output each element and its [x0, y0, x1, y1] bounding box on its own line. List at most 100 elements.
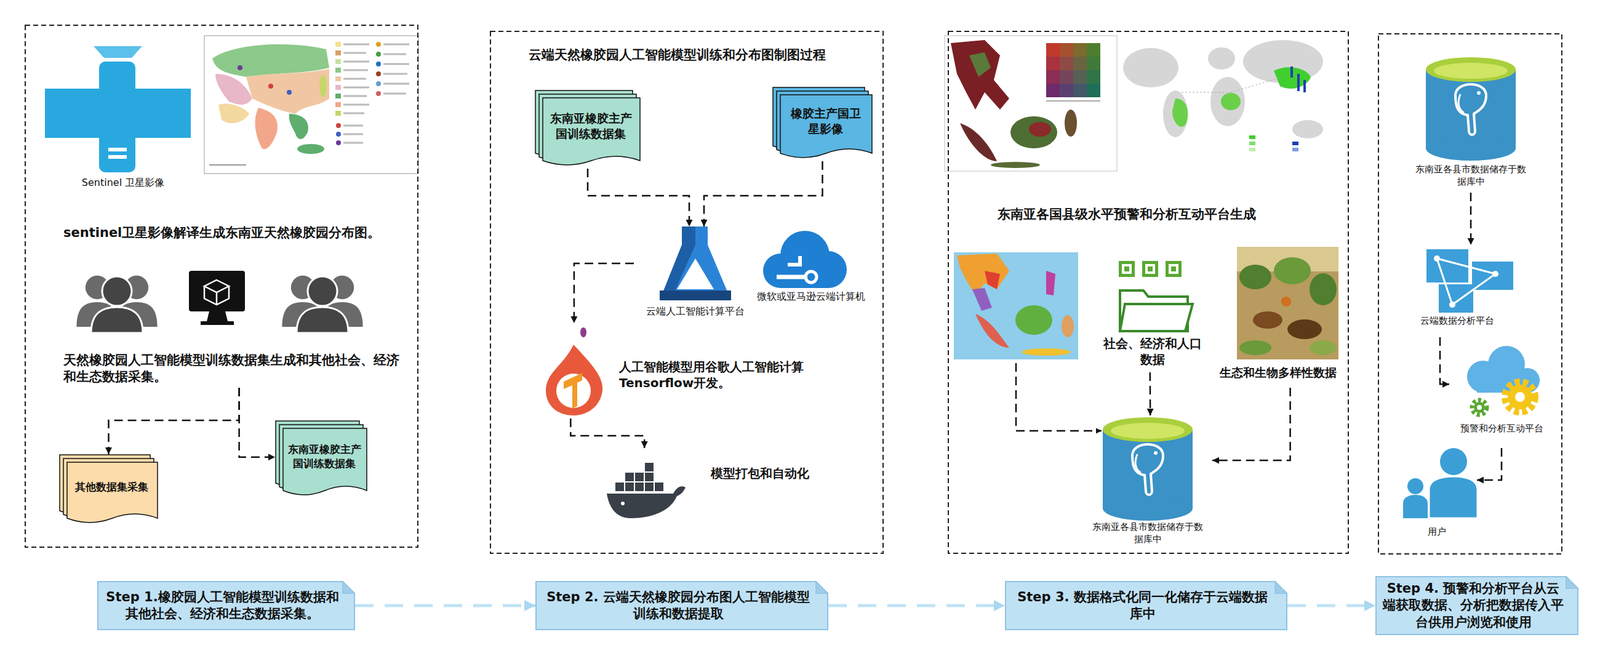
step-box-outline	[536, 581, 828, 630]
step-box-text: Step 3. 数据格式化同一化储存于云端数据库中	[1013, 588, 1272, 623]
rubber-risk-map	[1046, 43, 1060, 57]
ml-platform-icon	[659, 226, 732, 301]
image-caption: Sentinel 卫星影像	[58, 176, 188, 190]
asia-land-use-map	[218, 103, 250, 124]
biodiversity-image	[1236, 246, 1339, 360]
data-source-node: 社会、经济和人口数据	[1095, 252, 1210, 373]
rubber-risk-map	[1010, 116, 1058, 149]
asia-land-use-map	[383, 83, 410, 85]
socioeconomic-data-icon	[1118, 260, 1193, 332]
analysis-platform-icon	[1438, 284, 1474, 313]
database-icon	[1425, 57, 1516, 161]
asia-land-use-map	[215, 73, 253, 105]
step-box: Step 2. 云端天然橡胶园分布图人工智能模型训练和数据提取	[535, 580, 829, 631]
analysis-platform-icon	[1426, 249, 1514, 313]
biodiversity-image	[1239, 340, 1272, 356]
monitor-icon	[200, 321, 234, 325]
monitor-icon	[188, 270, 245, 312]
dashed-connector	[574, 263, 634, 324]
panel-text: 东南亚各国县级水平预警和分析互动平台生成	[997, 206, 1343, 223]
step-box-text: Step 4. 预警和分析平台从云端获取数据、分析把数据传入平台供用户浏览和使用	[1382, 580, 1564, 631]
step-box-fold	[1275, 581, 1287, 594]
user-icon	[1440, 448, 1468, 476]
sea-country-map	[1015, 305, 1053, 335]
tensorflow-icon	[563, 372, 583, 409]
analysis-platform-icon	[1492, 270, 1499, 277]
monitor-icon	[206, 311, 228, 322]
satellite-icon	[44, 88, 100, 138]
database-node: 东南亚各县市数据储存于数据库中	[1403, 54, 1539, 193]
panel-border	[1378, 33, 1562, 554]
asia-land-use-map	[335, 50, 341, 56]
asia-land-use-map	[343, 133, 364, 136]
document-stack-text: 东南亚橡胶主产国训练数据集	[287, 442, 362, 470]
world-map	[1292, 141, 1299, 146]
panel-text: sentinel卫星影像解译生成东南亚天然橡胶园分布图。	[63, 224, 413, 242]
step-box-outline	[1376, 576, 1578, 635]
socioeconomic-data-icon	[1124, 266, 1130, 272]
docker-icon	[606, 462, 686, 519]
asia-land-use-map	[319, 75, 327, 98]
rubber-risk-map	[969, 52, 991, 77]
tensorflow-node-text: 人工智能模型用谷歌人工智能计算Tensorflow开发。	[619, 358, 804, 391]
docker-icon	[615, 482, 624, 492]
panel-border	[490, 31, 884, 554]
dashed-connector	[108, 387, 240, 455]
socioeconomic-data-icon	[1165, 260, 1182, 277]
biodiversity-image	[1252, 311, 1283, 329]
cloud-node-text: 微软或亚马逊云端计算机	[744, 290, 878, 304]
monitor-icon	[204, 280, 229, 293]
rubber-risk-map	[944, 35, 1117, 172]
step-box-fold	[816, 581, 828, 594]
ml-platform-icon	[659, 290, 732, 301]
people-icon	[307, 276, 338, 306]
asia-land-use-map	[343, 95, 367, 98]
dashed-connector	[704, 161, 823, 227]
asia-land-use-map	[335, 67, 341, 73]
docker-icon	[644, 472, 654, 482]
asia-land-use-map	[343, 69, 368, 72]
document-stack-text: 其他数据集采集	[72, 480, 151, 494]
cloud-node: 微软或亚马逊云端计算机	[741, 228, 880, 309]
step-box-text: Step 2. 云端天然橡胶园分布图人工智能模型训练和数据提取	[544, 588, 813, 623]
socioeconomic-data-icon	[1145, 264, 1156, 274]
platform-node: 预警和分析互动平台	[1449, 341, 1554, 448]
biodiversity-image	[1273, 257, 1311, 285]
tensorflow-icon	[580, 327, 587, 338]
asia-land-use-map	[268, 83, 274, 89]
dashed-connector	[1476, 448, 1502, 480]
panel-text: 云端天然橡胶园人工智能模型训练和分布图制图过程	[528, 46, 878, 64]
rubber-risk-map	[1059, 56, 1074, 71]
socioeconomic-data-icon	[1121, 264, 1132, 274]
people-icon	[91, 276, 143, 333]
ml-platform-icon	[676, 258, 714, 290]
asia-land-use-map	[336, 123, 341, 128]
sea-country-map	[953, 252, 1079, 360]
asia-land-use-map	[204, 35, 419, 174]
dashed-connector	[1149, 372, 1152, 416]
rubber-risk-map	[990, 161, 1040, 168]
sea-country-map	[975, 313, 1010, 348]
docker-icon	[635, 472, 644, 482]
biodiversity-image	[1287, 319, 1322, 340]
asia-land-use-map	[297, 144, 325, 154]
asia-land-use-map	[383, 43, 410, 46]
step-arrow	[1287, 604, 1376, 608]
docker-icon	[606, 486, 686, 519]
text-block: 天然橡胶园人工智能模型训练数据集生成和其他社会、经济和生态数据采集。	[63, 352, 408, 388]
document-stack-text: 橡胶主产国卫星影像	[785, 105, 866, 136]
dashed-connector	[1470, 192, 1472, 245]
step-box: Step 3. 数据格式化同一化储存于云端数据库中	[1004, 580, 1288, 631]
biodiversity-image	[1236, 246, 1339, 360]
analysis-platform-icon	[1449, 301, 1456, 308]
asia-land-use-map	[204, 35, 419, 174]
rubber-risk-map	[1086, 56, 1101, 71]
asia-land-use-map	[335, 110, 341, 116]
monitor-icon	[188, 270, 245, 325]
people-icon	[76, 275, 157, 333]
step-box-outline	[97, 581, 355, 630]
world-map	[1181, 92, 1231, 93]
asia-land-use-map	[335, 41, 341, 47]
step-arrow	[828, 604, 1005, 608]
sea-country-map	[1021, 348, 1071, 356]
